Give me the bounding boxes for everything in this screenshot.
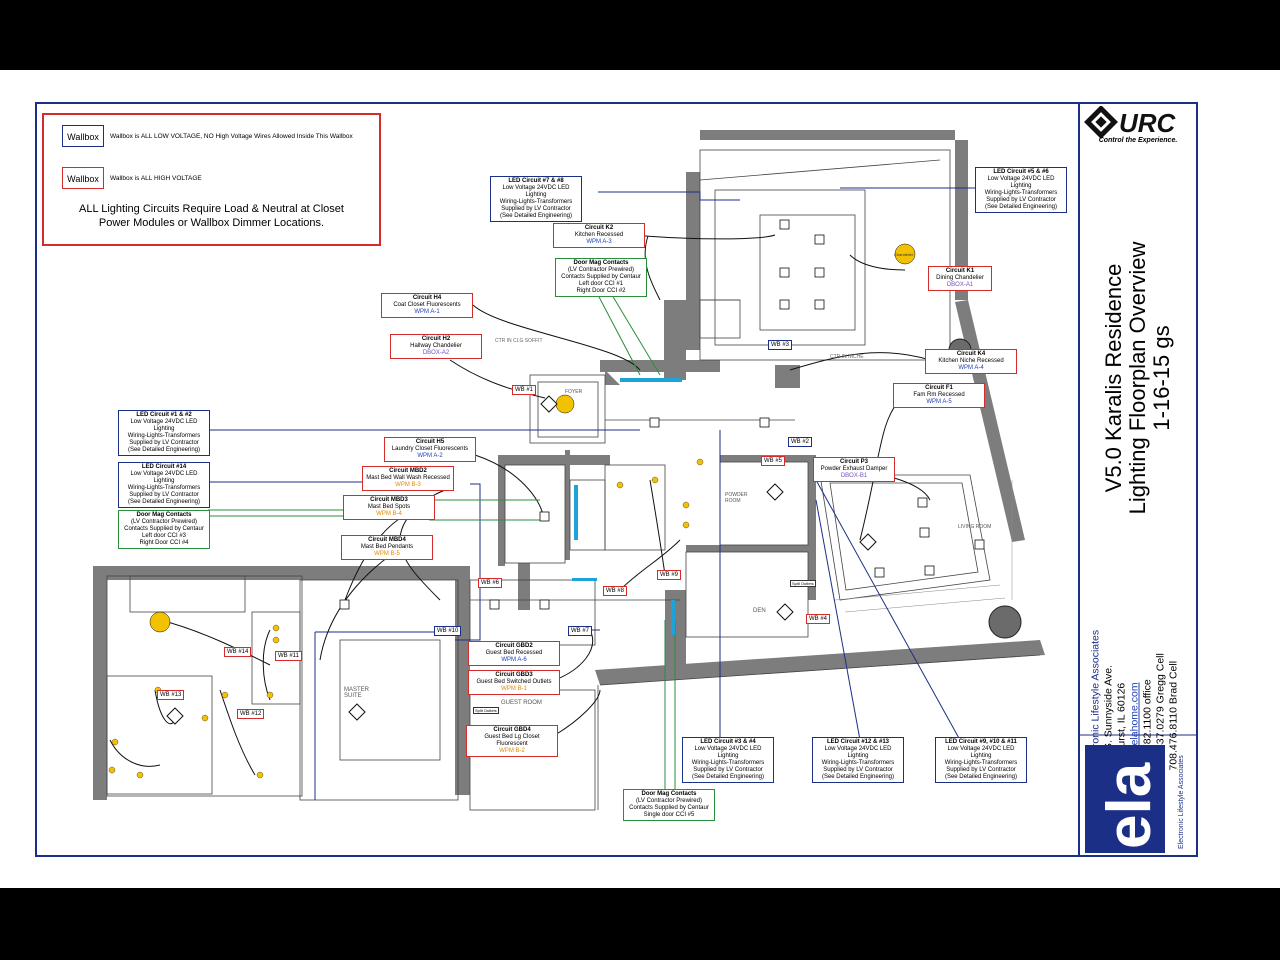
- note-split-outlets-den: Split Outlets: [790, 580, 816, 587]
- room-guest: GUEST ROOM: [501, 700, 542, 706]
- wallbox-11: WB #11: [275, 651, 302, 661]
- fixtures: [108, 219, 1022, 779]
- room-master: MASTER SUITE: [344, 687, 370, 699]
- wallbox-13: WB #13: [157, 690, 185, 700]
- company-city: Elmhurst, IL 60126: [1115, 682, 1128, 771]
- legend-box: Wallbox Wallbox is ALL LOW VOLTAGE, NO H…: [42, 113, 381, 246]
- wallbox-3: WB #3: [768, 340, 793, 350]
- legend-hv-text: Wallbox is ALL HIGH VOLTAGE: [110, 175, 202, 182]
- company-street: 515 S. Sunnyside Ave.: [1102, 665, 1115, 771]
- note-split-outlets-guest: Split Outlets: [473, 707, 499, 714]
- interior-outlines: [106, 149, 1041, 811]
- project-title-line3: 1-16-15 gs: [1149, 325, 1174, 431]
- wallbox-5: WB #5: [761, 456, 786, 466]
- legend-note-line2: Power Modules or Wallbox Dimmer Location…: [98, 217, 325, 229]
- company-cell-2: 708.476.8110 Brad Cell: [1167, 660, 1180, 771]
- room-living: LIVING ROOM: [958, 524, 992, 530]
- wallbox-1: WB #1: [512, 385, 537, 395]
- urc-tagline: Control the Experience.: [1098, 137, 1178, 144]
- label-door-mag-2: Door Mag Contacts(LV Contractor Prewired…: [118, 510, 210, 549]
- note-chandelier: Chandelier: [894, 252, 914, 257]
- legend-lv-wallbox: Wallbox: [62, 125, 104, 147]
- company-office-phone: 630.782.1100 office: [1141, 679, 1154, 771]
- wallbox-7: WB #7: [568, 626, 593, 636]
- company-name: Electronic Lifestyle Associates: [1089, 629, 1102, 771]
- wallbox-6: WB #6: [478, 578, 503, 588]
- wallbox-14: WB #14: [224, 647, 252, 657]
- door-contact-wiring: [208, 294, 676, 790]
- legend-hv-wallbox: Wallbox: [62, 167, 104, 189]
- wallbox-10: WB #10: [434, 626, 462, 636]
- wallbox-2: WB #2: [788, 437, 813, 447]
- label-door-mag-1: Door Mag Contacts(LV Contractor Prewired…: [555, 258, 647, 297]
- urc-logo-icon: URC: [1084, 106, 1177, 139]
- room-foyer: FOYER: [565, 389, 583, 395]
- svg-text:URC: URC: [1119, 108, 1177, 138]
- project-title-line2: Lighting Floorplan Overview: [1125, 241, 1150, 515]
- wallbox-12: WB #12: [237, 709, 265, 719]
- company-cell-1: 630.337.0279 Gregg Cell: [1154, 653, 1167, 771]
- note-ctr-soffit: CTR IN CLG SOFFIT: [495, 338, 543, 344]
- company-web-link[interactable]: www.elahome.com: [1128, 682, 1141, 771]
- legend-lv-text: Wallbox is ALL LOW VOLTAGE, NO High Volt…: [110, 133, 353, 140]
- lv-wiring: [208, 187, 975, 800]
- wallbox-8: WB #8: [603, 586, 628, 596]
- label-door-mag-3: Door Mag Contacts(LV Contractor Prewired…: [623, 789, 715, 821]
- wallbox-4: WB #4: [806, 614, 831, 624]
- legend-note: ALL Lighting Circuits Require Load & Neu…: [44, 202, 379, 230]
- wallbox-9: WB #9: [657, 570, 682, 580]
- room-den: DEN: [753, 608, 766, 614]
- svg-text:Electronic Lifestyle Associate: Electronic Lifestyle Associates: [1178, 755, 1185, 849]
- ela-logo-icon: ela Electronic Lifestyle Associates: [1085, 745, 1185, 853]
- room-powder: POWDER ROOM: [725, 492, 748, 504]
- legend-note-line1: ALL Lighting Circuits Require Load & Neu…: [79, 203, 344, 215]
- svg-text:ela: ela: [1095, 762, 1164, 849]
- note-ctr-niche: CTR IN NICHE: [830, 354, 864, 360]
- project-title-line1: V5.0 Karalis Residence: [1101, 263, 1126, 493]
- drawing-frame: [35, 102, 1198, 857]
